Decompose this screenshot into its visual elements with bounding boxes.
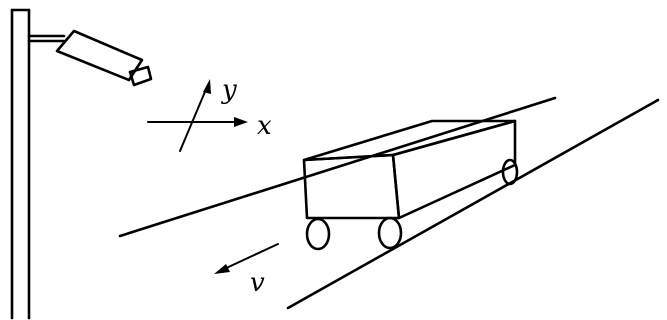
- camera-pole: [10, 8, 31, 320]
- vehicle-front: [302, 153, 401, 220]
- y-axis-label: y: [221, 75, 237, 105]
- vehicle-wheel-front-left: [305, 217, 331, 251]
- velocity-label: v: [250, 268, 265, 298]
- velocity-arrowhead: [214, 264, 230, 274]
- road: [118, 96, 660, 310]
- vehicle-side: [391, 119, 517, 220]
- road-edge-far: [118, 96, 557, 238]
- vehicle-top: [302, 119, 517, 162]
- x-axis-label: x: [257, 111, 272, 141]
- x-axis-arrowhead: [234, 117, 248, 127]
- y-axis-line: [179, 86, 208, 152]
- camera-mount-arm: [27, 34, 66, 43]
- velocity-arrow: v: [214, 243, 279, 298]
- vehicle: [302, 119, 519, 251]
- image-axes: x y: [147, 75, 272, 152]
- road-edge-near: [286, 98, 660, 310]
- y-axis-arrowhead: [203, 79, 211, 94]
- vehicle-wheel-rear-right: [501, 158, 519, 186]
- camera-icon: [55, 29, 153, 87]
- vehicle-wheel-front-right: [377, 216, 403, 250]
